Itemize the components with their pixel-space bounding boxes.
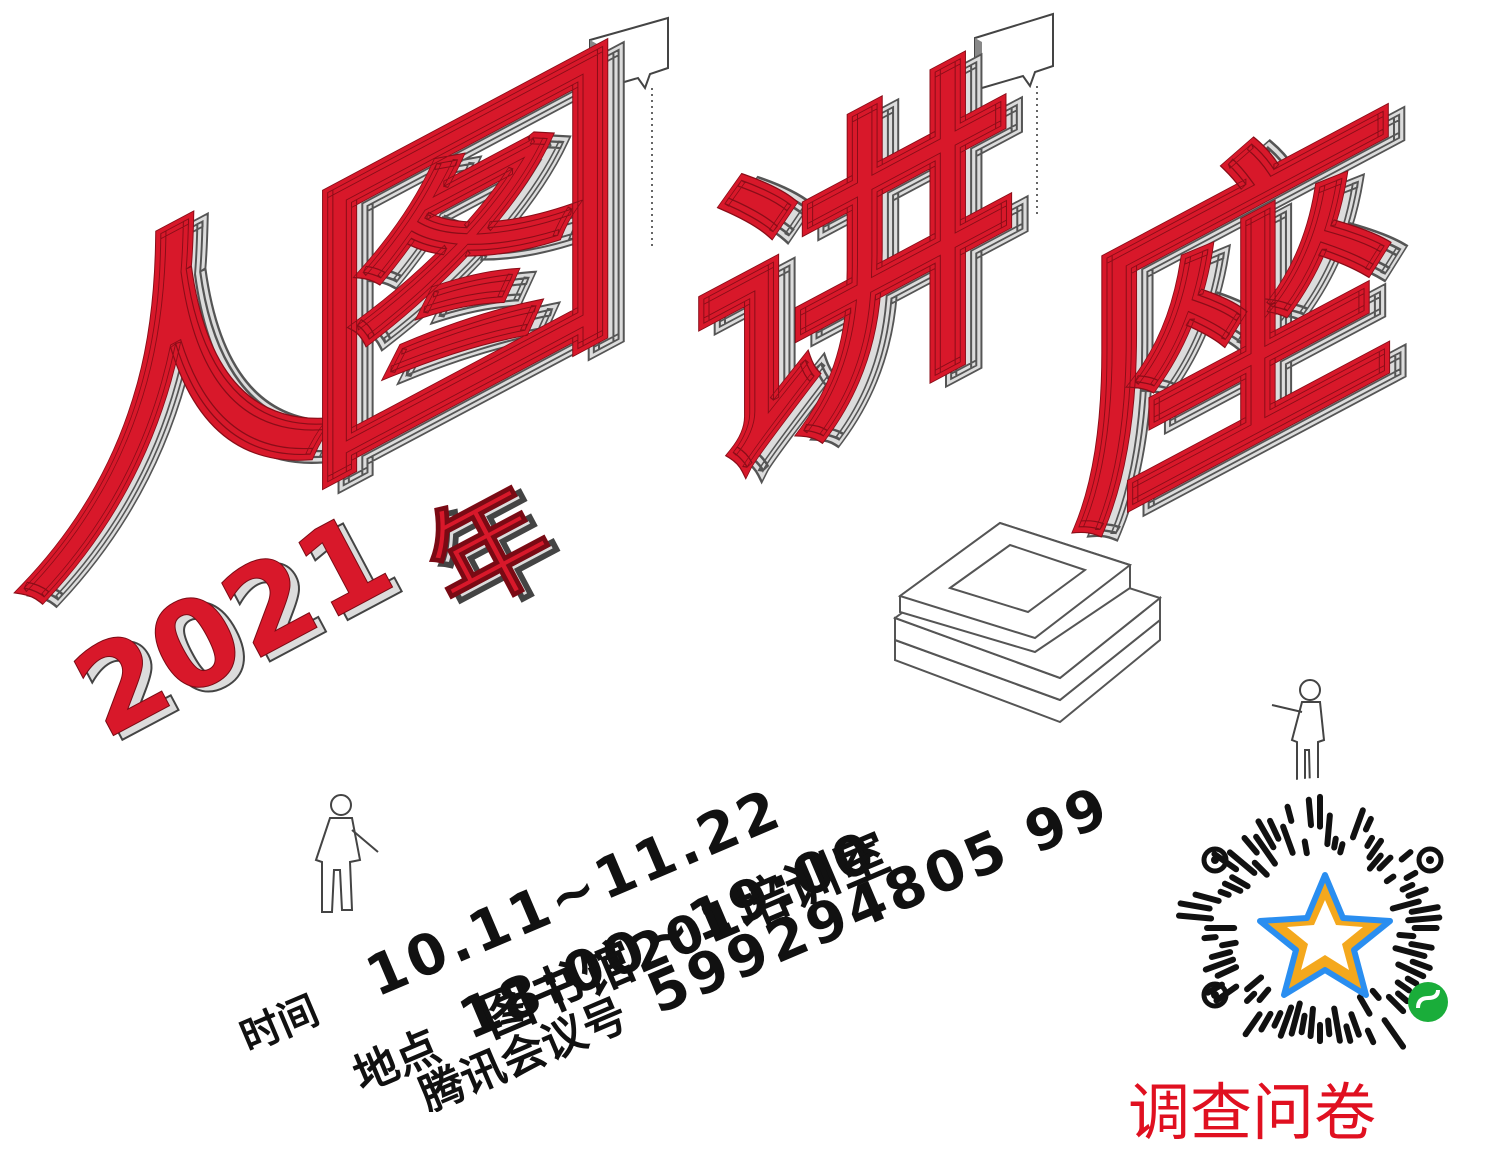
qr-dash: [1385, 993, 1407, 1015]
qr-dash: [1305, 796, 1314, 829]
qr-dash: [1202, 956, 1237, 973]
qr-dash: [1217, 888, 1232, 898]
qr-dash: [1348, 1011, 1362, 1038]
qr-dash: [1404, 975, 1420, 987]
qr-dash: [1175, 912, 1215, 922]
qr-dash: [1398, 849, 1414, 863]
qr-dash: [1395, 961, 1427, 980]
qr-dash: [1403, 869, 1419, 882]
qr-dash: [1267, 817, 1282, 842]
qr-dash: [1331, 835, 1339, 851]
qr-dash: [1284, 803, 1295, 824]
qr-dash: [1244, 974, 1265, 993]
qr-dash: [1298, 1012, 1308, 1036]
qr-dash: [1409, 958, 1433, 971]
qr-dash: [1366, 837, 1385, 861]
qr-dash: [1392, 945, 1428, 959]
book-stack-icon: [892, 521, 1163, 724]
qr-dash: [1399, 881, 1416, 893]
qr-dash: [1288, 1000, 1303, 1037]
qr-dash: [1376, 854, 1394, 872]
qr-dash: [1396, 931, 1417, 940]
qr-dash: [1394, 979, 1413, 994]
qr-dash: [1369, 987, 1382, 1001]
qr-dash: [1219, 939, 1239, 949]
qr-dash: [1271, 1010, 1284, 1029]
qr-dash: [1277, 1004, 1295, 1039]
qr-dash: [1208, 949, 1234, 960]
qr-dash: [1251, 859, 1270, 878]
qr-dash: [1389, 898, 1422, 912]
title-char-jiang-extrusion: 讲: [706, 3, 1036, 562]
qr-dash: [1221, 880, 1244, 894]
qr-dash: [1192, 891, 1222, 904]
poster-canvas: 人 人 图 图 讲 讲 座 座 2021 2021 年 年: [9, 0, 1470, 1112]
info-time-label: 时间: [234, 988, 326, 1062]
title-char-jiang: 讲 讲: [690, 0, 1038, 563]
qr-dash: [1229, 874, 1251, 890]
qr-dash: [1177, 900, 1213, 912]
title-char-zuo: 座 座: [1070, 39, 1418, 603]
qr-dash: [1307, 1005, 1316, 1040]
qr-dash: [1395, 990, 1411, 1005]
qr-dash: [1381, 1017, 1407, 1050]
qr-dash: [1256, 986, 1272, 1004]
person-figure-icon: [1271, 679, 1326, 791]
star-icon: [1257, 872, 1393, 998]
qr-dash: [1301, 838, 1310, 857]
qr-dash: [1366, 852, 1384, 872]
qr-dash: [1201, 934, 1219, 942]
qr-dash: [1364, 834, 1376, 849]
qr-dash: [1241, 835, 1260, 856]
qr-dash: [1405, 886, 1429, 899]
qr-dash: [1356, 994, 1373, 1017]
qr-dash: [1214, 964, 1240, 979]
qr-dash: [1337, 841, 1346, 856]
qr-dash: [1243, 990, 1258, 1005]
qr-caption: 调查问卷: [1128, 1076, 1377, 1149]
qr-dash: [1362, 815, 1374, 833]
qr-dash: [1242, 1011, 1263, 1038]
qr-dash: [1325, 1017, 1333, 1038]
person-figure-icon: [314, 794, 379, 913]
qr-dash: [1408, 941, 1435, 951]
qr-dash: [1405, 914, 1443, 924]
qr-dash: [1408, 904, 1441, 915]
qr-dash: [1255, 818, 1277, 851]
qr-dash: [1364, 1027, 1377, 1046]
qr-dash: [1226, 849, 1258, 876]
qr-dash: [1253, 833, 1278, 867]
qr-dash: [1258, 1010, 1274, 1033]
qr-dash: [1349, 807, 1366, 841]
qr-dash: [1324, 812, 1333, 848]
qr-dash: [1280, 823, 1296, 856]
qr-code-icon[interactable]: [1170, 778, 1470, 1078]
qr-dash: [1343, 1023, 1354, 1044]
title-char-tu: 图 图: [300, 0, 648, 553]
speech-bubble-icon: [589, 16, 669, 250]
speech-bubble-icon: [974, 12, 1054, 215]
qr-dash: [1383, 873, 1397, 885]
mini-program-icon: [1408, 982, 1448, 1022]
qr-dash: [1331, 1005, 1343, 1044]
